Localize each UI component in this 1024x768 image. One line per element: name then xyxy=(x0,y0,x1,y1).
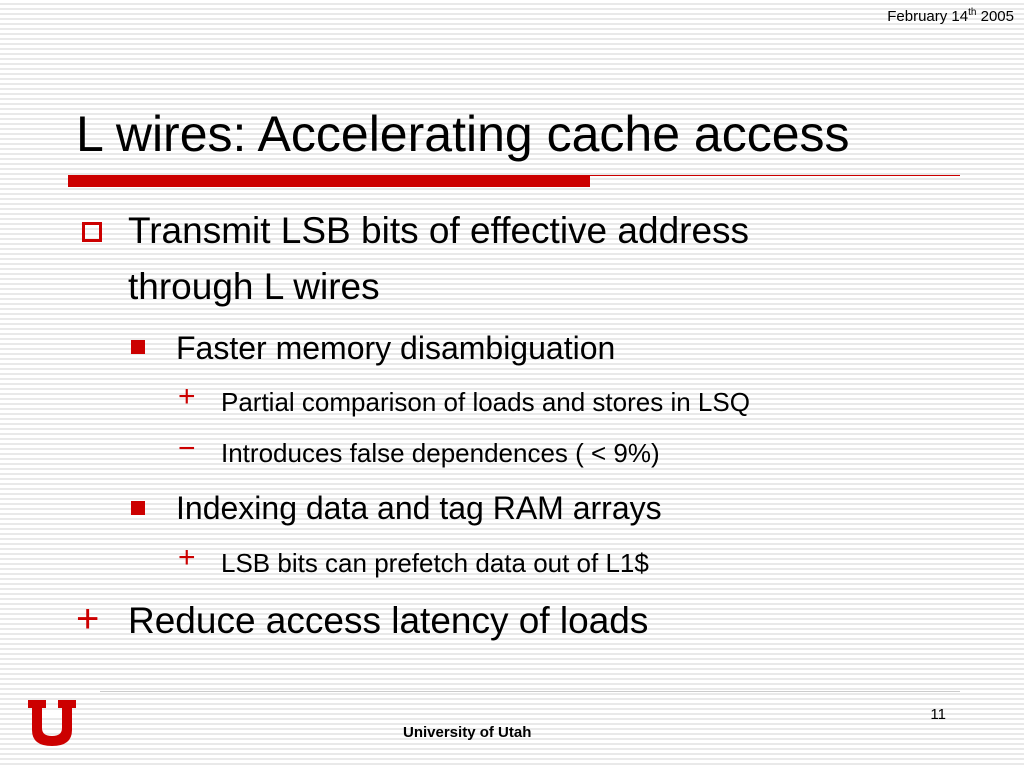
organization-name: University of Utah xyxy=(403,724,532,741)
bullet-faster-disambiguation: Faster memory disambiguation xyxy=(176,330,616,366)
bullet-reduce-latency: Reduce access latency of loads xyxy=(128,600,649,641)
bullet-partial-comparison: Partial comparison of loads and stores i… xyxy=(221,387,750,417)
hollow-square-bullet-icon xyxy=(82,222,102,242)
bullet-indexing: Indexing data and tag RAM arrays xyxy=(176,490,662,526)
minus-bullet-icon: − xyxy=(178,432,196,465)
title-underline-red xyxy=(68,175,590,187)
bullet-false-dependences: Introduces false dependences ( < 9%) xyxy=(221,438,660,468)
footer-divider xyxy=(100,691,960,692)
university-u-logo-icon xyxy=(28,700,76,746)
slide-title: L wires: Accelerating cache access xyxy=(76,106,850,162)
date-superscript: th xyxy=(968,7,977,18)
date-stamp: February 14th 2005 xyxy=(887,7,1014,25)
filled-square-bullet-icon xyxy=(131,340,145,354)
bullet-transmit-line1: Transmit LSB bits of effective address xyxy=(128,210,750,251)
date-month: February 14 xyxy=(887,8,969,25)
date-year: 2005 xyxy=(980,8,1014,25)
filled-square-bullet-icon xyxy=(131,501,145,515)
plus-bullet-icon: + xyxy=(178,380,196,413)
bullet-prefetch: LSB bits can prefetch data out of L1$ xyxy=(221,548,649,578)
plus-bullet-icon: + xyxy=(76,597,100,641)
title-underline-thin xyxy=(590,175,960,176)
plus-bullet-icon: + xyxy=(178,541,196,574)
bullet-transmit-line2: through L wires xyxy=(128,266,380,307)
page-number: 11 xyxy=(930,706,946,723)
